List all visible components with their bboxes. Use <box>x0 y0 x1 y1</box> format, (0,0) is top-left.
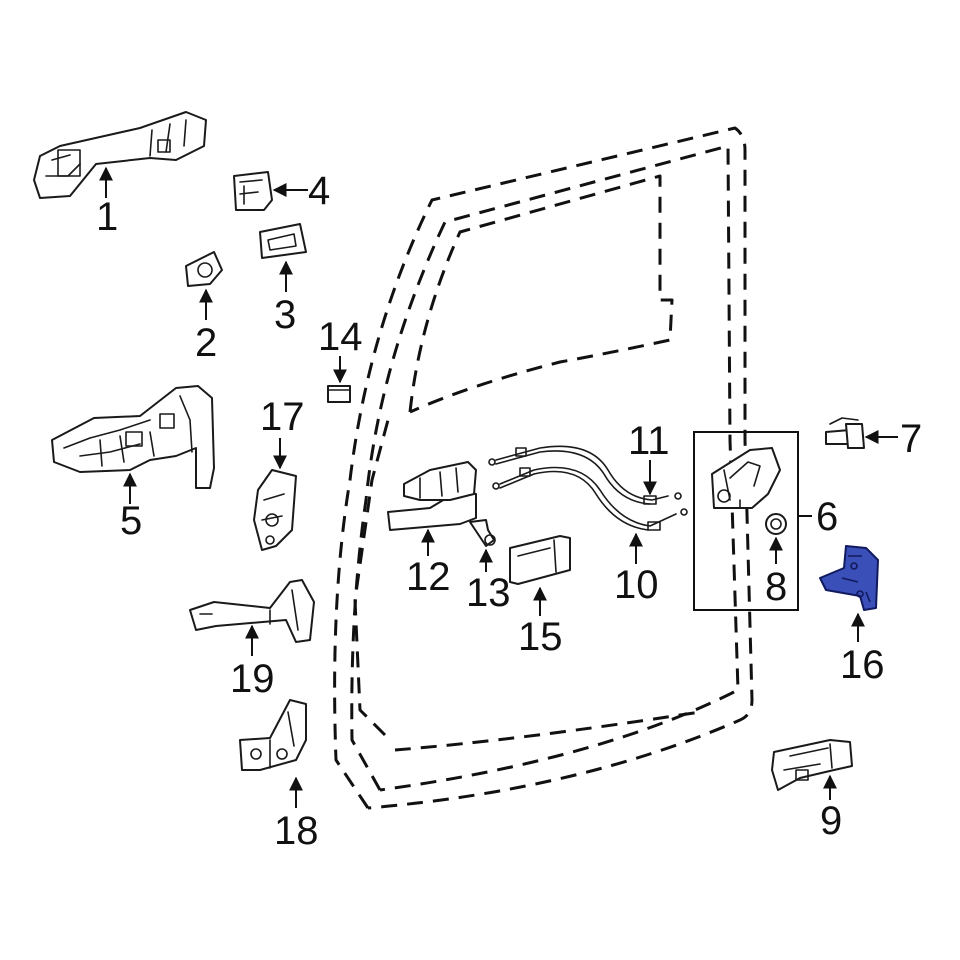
door-lock-striker[interactable] <box>819 545 879 611</box>
inside-door-handle[interactable] <box>387 461 477 531</box>
callout-10: 10 <box>614 563 659 607</box>
callout-13: 13 <box>466 571 511 615</box>
handle-bracket[interactable] <box>233 171 273 211</box>
handle-frame[interactable] <box>51 385 215 489</box>
callout-9: 9 <box>820 799 842 843</box>
clip[interactable] <box>327 385 351 403</box>
lock-cables[interactable] <box>488 445 688 531</box>
door-hinge[interactable] <box>239 699 307 771</box>
callout-15: 15 <box>518 615 563 659</box>
callout-7: 7 <box>900 417 922 461</box>
callout-18: 18 <box>274 809 319 853</box>
handle-cover[interactable] <box>259 223 307 259</box>
bolt[interactable] <box>469 519 496 547</box>
callout-12: 12 <box>406 555 451 599</box>
callout-4: 4 <box>308 169 330 213</box>
lock-plate[interactable] <box>253 469 297 551</box>
leader-arrows <box>99 166 898 808</box>
callout-6: 6 <box>816 495 838 539</box>
callout-19: 19 <box>230 657 275 701</box>
door-check[interactable] <box>189 579 315 643</box>
callout-1: 1 <box>96 195 118 239</box>
callout-11: 11 <box>628 419 670 463</box>
outside-door-handle[interactable] <box>33 111 207 199</box>
lock-seal-ring[interactable] <box>765 513 787 535</box>
control-module[interactable] <box>509 535 571 585</box>
door-lock-assembly-box <box>693 431 799 611</box>
callout-14: 14 <box>318 315 363 359</box>
door-lock-latch[interactable] <box>711 447 781 509</box>
callout-2: 2 <box>195 321 217 365</box>
callout-17: 17 <box>260 395 305 439</box>
callout-5: 5 <box>120 499 142 543</box>
handle-cap[interactable] <box>185 251 223 287</box>
lower-bracket[interactable] <box>771 739 853 791</box>
striker-bolt[interactable] <box>825 417 865 449</box>
callout-3: 3 <box>274 293 296 337</box>
door-outline <box>333 126 754 810</box>
callout-labels: 1 2 3 4 5 6 7 8 9 10 11 12 13 14 15 16 1… <box>96 169 922 853</box>
callout-16: 16 <box>840 643 885 687</box>
callout-8: 8 <box>765 565 787 609</box>
